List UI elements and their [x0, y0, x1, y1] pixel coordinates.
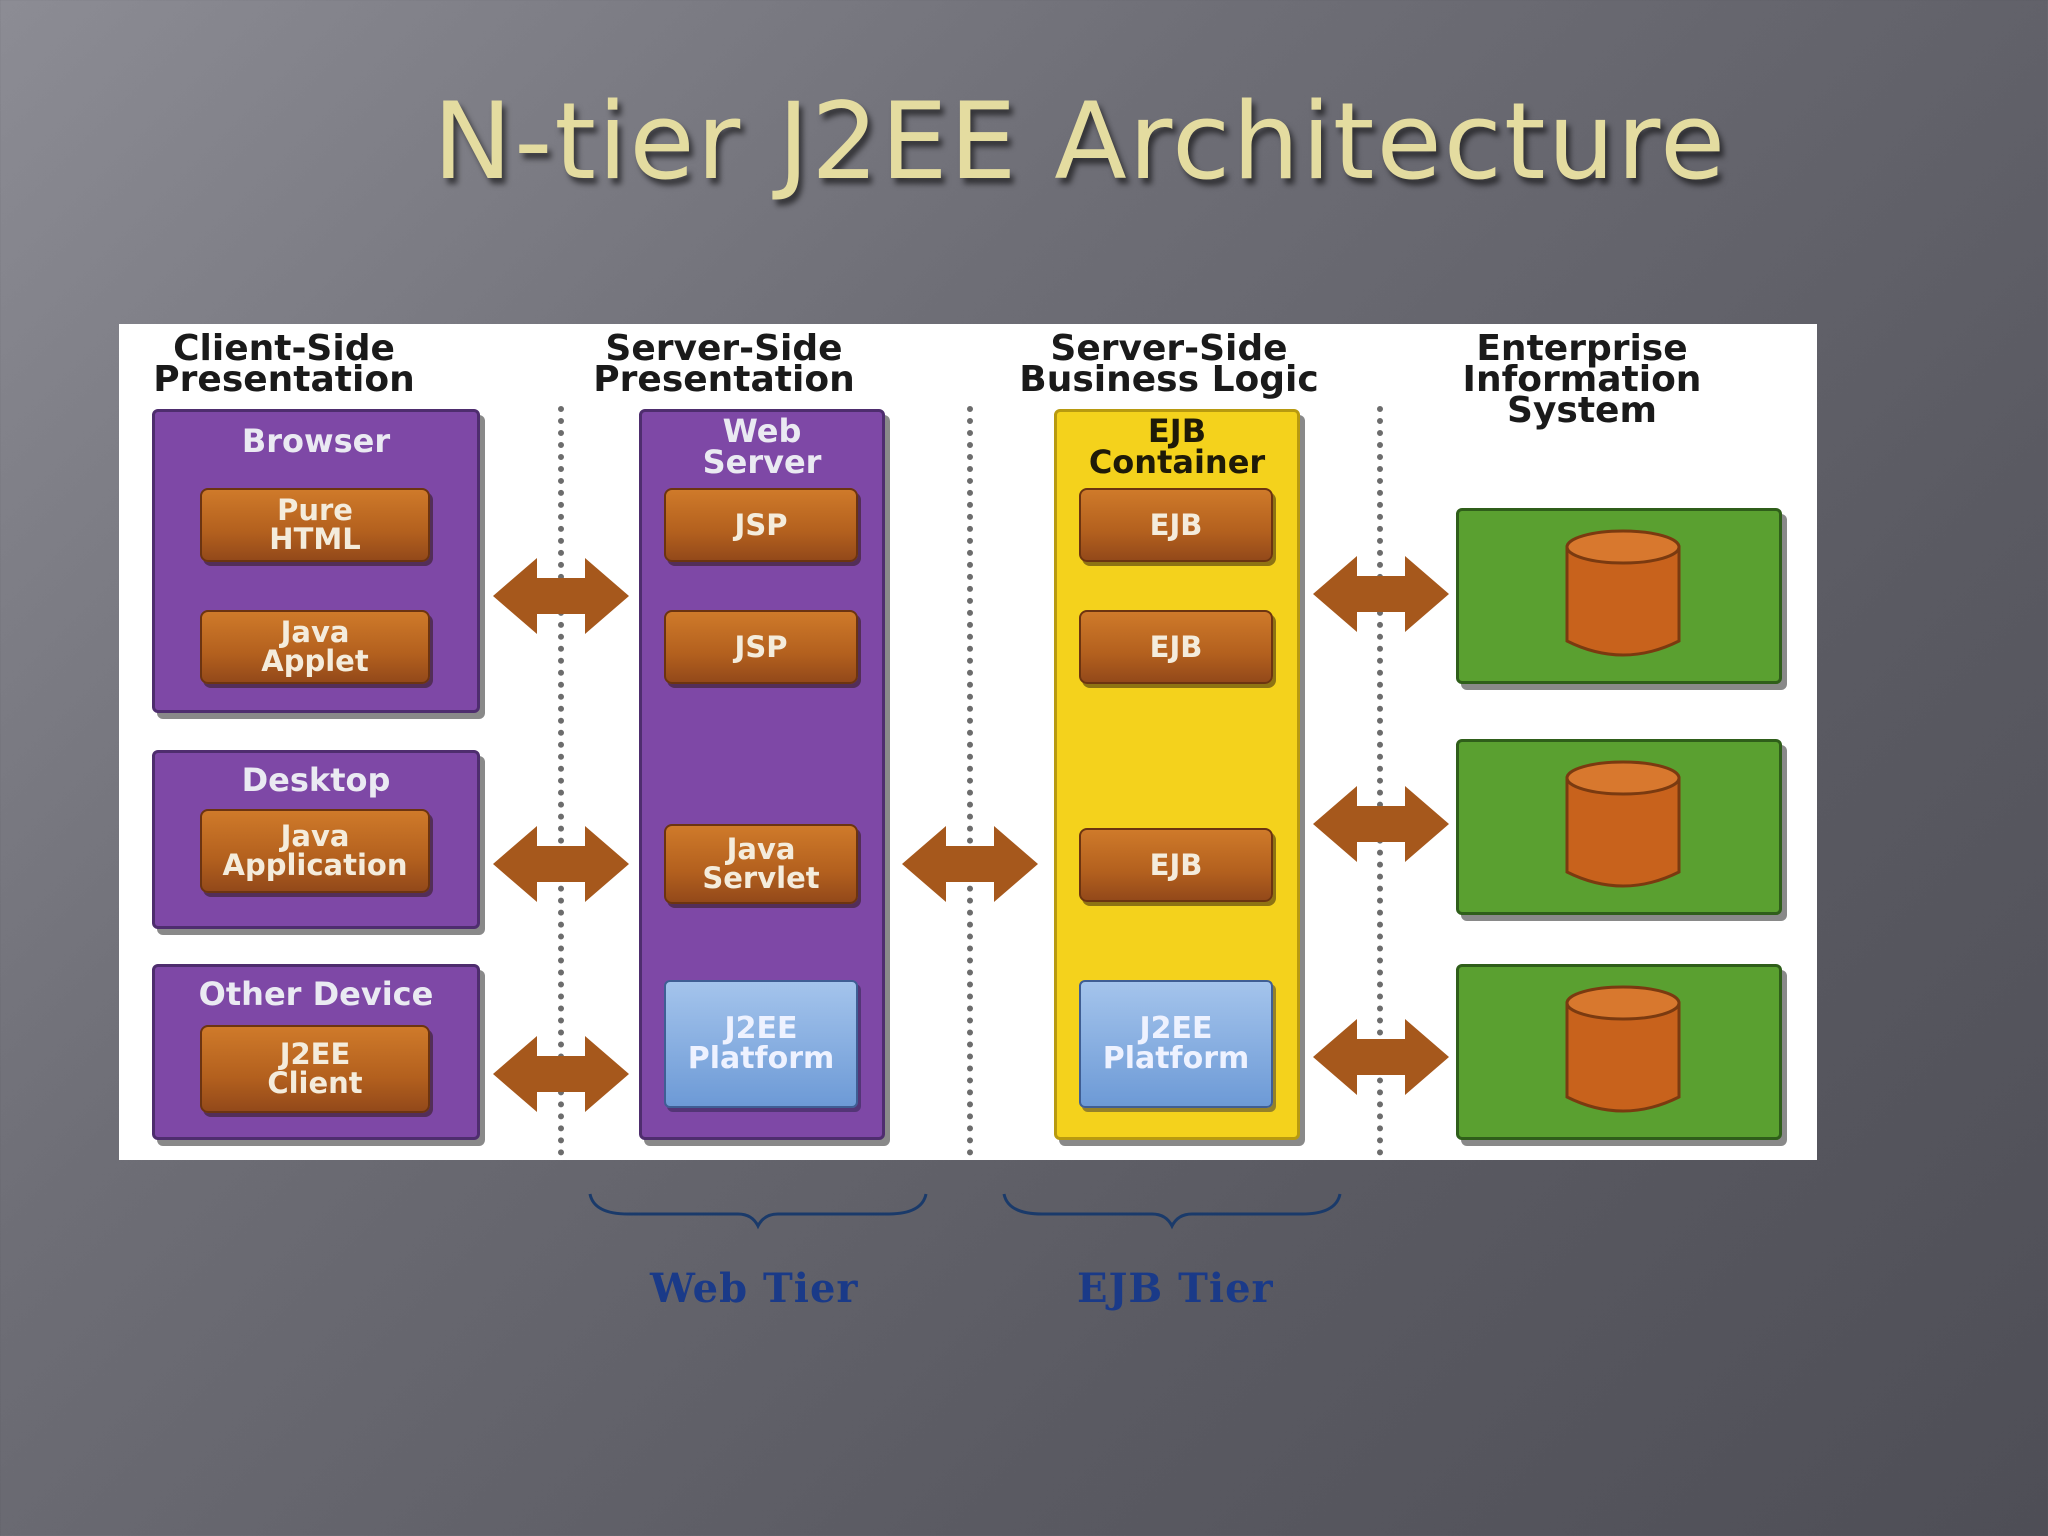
column-heading-line: Presentation [153, 359, 415, 400]
ejb-container-title: EJB Container [1057, 412, 1297, 481]
web-server-title-line: Web [722, 412, 802, 450]
double-arrow-icon [493, 826, 629, 902]
component-label: JSP [734, 629, 788, 664]
java-applet-component: Java Applet [200, 610, 430, 684]
double-arrow-icon [493, 1036, 629, 1112]
component-label: Java [726, 832, 796, 866]
desktop-title: Desktop [241, 761, 391, 799]
component-label: EJB [1149, 847, 1203, 882]
tier-divider [1377, 406, 1383, 1156]
ejb-container-title-line: Container [1088, 443, 1266, 481]
web-server-title-line: Server [702, 443, 822, 481]
jsp-component: JSP [664, 610, 858, 684]
column-heading-line: Server-Side [605, 328, 843, 369]
column-heading-line: Presentation [593, 359, 855, 400]
curly-brace-icon [588, 1193, 928, 1230]
curly-brace-icon [1002, 1193, 1342, 1230]
platform-label: Platform [1102, 1041, 1250, 1076]
component-label: EJB [1149, 629, 1203, 664]
double-arrow-icon [1313, 786, 1449, 862]
ejb-component: EJB [1079, 828, 1273, 902]
column-heading-server-presentation: Server-Side Presentation [574, 328, 874, 400]
platform-label: Platform [687, 1041, 835, 1076]
column-heading-line: Information [1462, 359, 1702, 400]
column-heading-client: Client-Side Presentation [134, 328, 434, 400]
other-device-title: Other Device [198, 975, 434, 1013]
component-label: J2EE [279, 1037, 351, 1071]
component-label: Application [222, 848, 408, 882]
column-heading-eis: Enterprise Information System [1432, 328, 1732, 431]
tier-divider [558, 406, 564, 1156]
database-cylinder-icon [1565, 760, 1681, 888]
j2ee-client-component: J2EE Client [200, 1025, 430, 1113]
column-heading-line: Enterprise [1476, 328, 1688, 369]
web-tier-label: Web Tier [650, 1265, 859, 1312]
slide-title: N-tier J2EE Architecture [432, 80, 1728, 203]
browser-title: Browser [241, 422, 391, 460]
jsp-component: JSP [664, 488, 858, 562]
ejb-container-box: EJB Container EJB EJB EJB J2EE Platform [1054, 409, 1300, 1140]
architecture-diagram: Client-Side Presentation Server-Side Pre… [119, 324, 1817, 1160]
other-device-box: Other Device J2EE Client [152, 964, 480, 1140]
ejb-component: EJB [1079, 610, 1273, 684]
column-heading-line: Server-Side [1050, 328, 1288, 369]
component-label: Client [267, 1066, 363, 1100]
j2ee-platform-block: J2EE Platform [664, 980, 858, 1108]
component-label: Java [280, 819, 350, 853]
database-cylinder-icon [1565, 529, 1681, 657]
database-cylinder-icon [1565, 985, 1681, 1113]
ejb-component: EJB [1079, 488, 1273, 562]
eis-box [1456, 964, 1782, 1140]
eis-box [1456, 739, 1782, 915]
component-label: Pure [277, 493, 353, 527]
double-arrow-icon [493, 558, 629, 634]
platform-label: J2EE [724, 1011, 798, 1046]
component-label: HTML [269, 522, 361, 556]
ejb-tier-label: EJB Tier [1077, 1265, 1274, 1312]
j2ee-platform-block: J2EE Platform [1079, 980, 1273, 1108]
web-server-box: Web Server JSP JSP Java Servlet J2EE Pla… [639, 409, 885, 1140]
java-application-component: Java Application [200, 809, 430, 893]
browser-box: Browser Pure HTML Java Applet [152, 409, 480, 713]
component-label: EJB [1149, 507, 1203, 542]
double-arrow-icon [902, 826, 1038, 902]
column-heading-line: System [1507, 390, 1657, 431]
double-arrow-icon [1313, 1019, 1449, 1095]
web-server-title: Web Server [642, 412, 882, 481]
column-heading-line: Business Logic [1019, 359, 1319, 400]
ejb-container-title-line: EJB [1147, 412, 1207, 450]
component-label: Applet [261, 644, 369, 678]
column-heading-business-logic: Server-Side Business Logic [969, 328, 1369, 400]
component-label: Servlet [702, 861, 820, 895]
tier-divider [967, 406, 973, 1156]
column-heading-line: Client-Side [173, 328, 395, 369]
desktop-box: Desktop Java Application [152, 750, 480, 929]
component-label: Java [280, 615, 350, 649]
double-arrow-icon [1313, 556, 1449, 632]
platform-label: J2EE [1139, 1011, 1213, 1046]
component-label: JSP [734, 507, 788, 542]
eis-box [1456, 508, 1782, 684]
pure-html-component: Pure HTML [200, 488, 430, 562]
java-servlet-component: Java Servlet [664, 824, 858, 904]
